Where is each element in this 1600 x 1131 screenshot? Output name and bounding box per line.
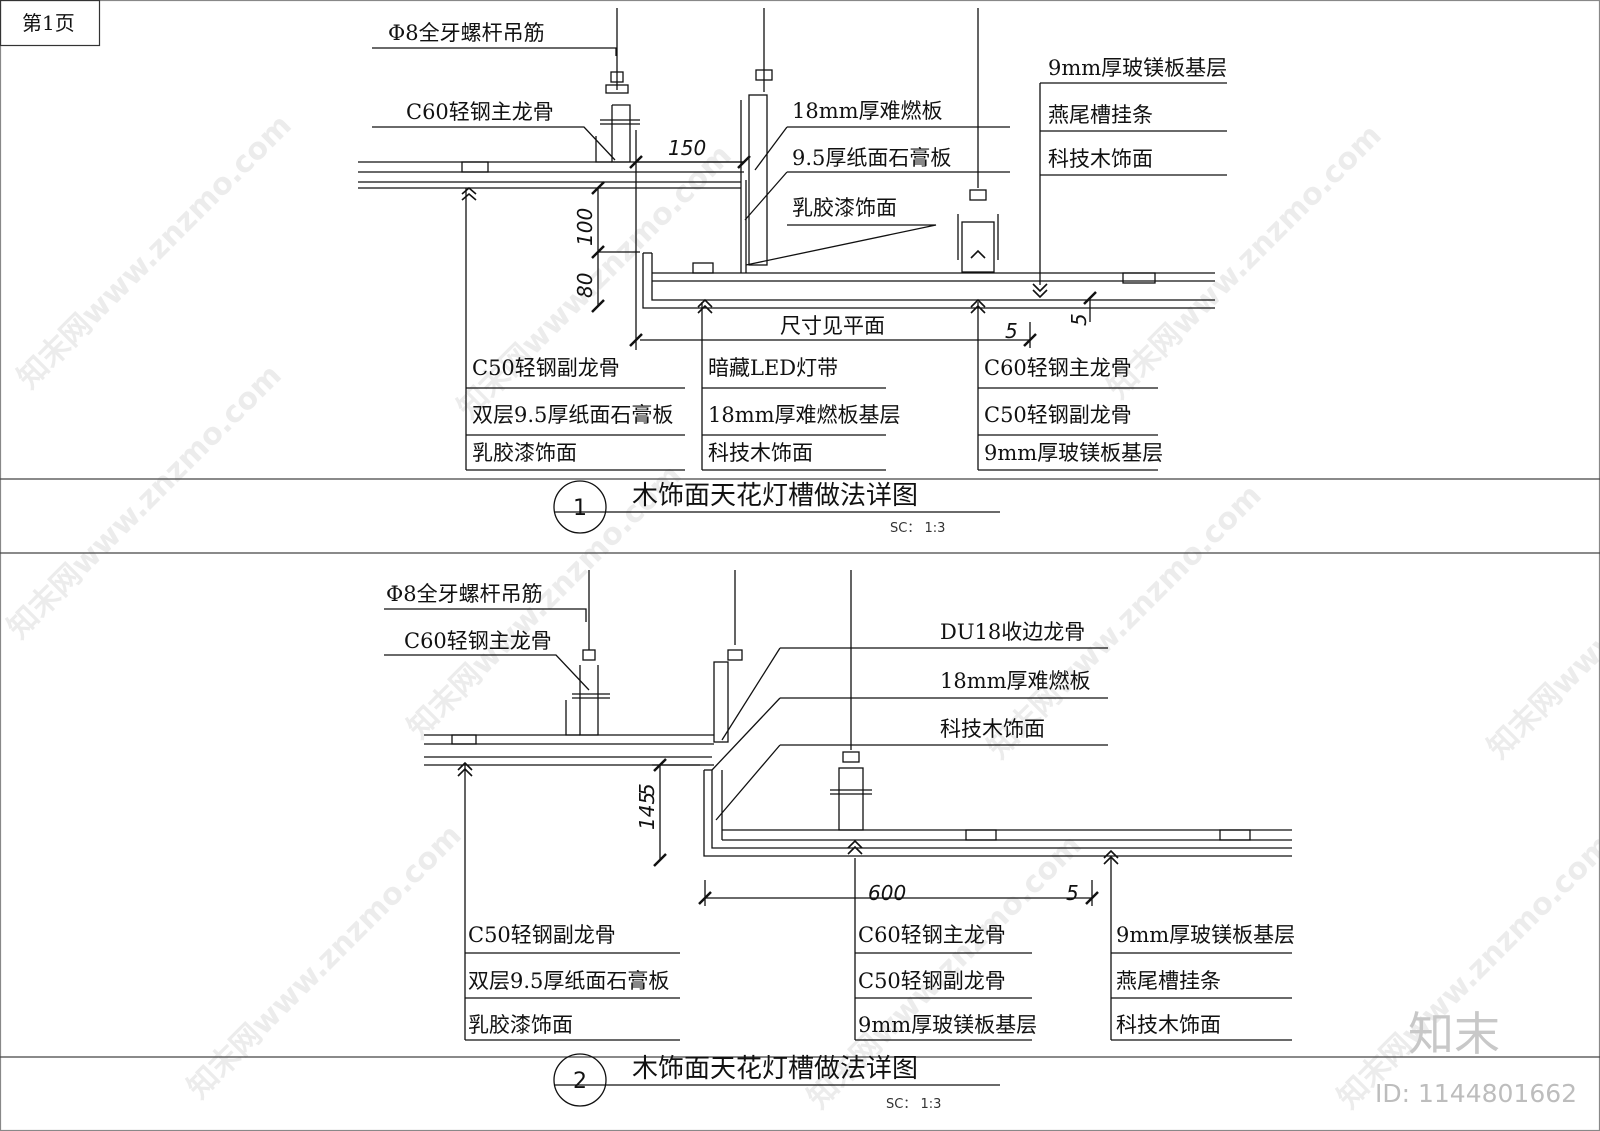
d1-dim-80: 80 xyxy=(573,273,597,298)
page-label: 第1页 xyxy=(22,11,75,35)
d1-dim-note: 尺寸见平面 xyxy=(780,314,885,338)
d2-dim-145: 145 xyxy=(635,792,659,830)
d1-label-bl-3: 乳胶漆饰面 xyxy=(472,441,577,465)
d2-number: 2 xyxy=(573,1069,587,1094)
d2-label-bl-3: 乳胶漆饰面 xyxy=(468,1013,573,1037)
d1-number: 1 xyxy=(573,496,587,521)
d1-label-br-1: C60轻钢主龙骨 xyxy=(984,356,1132,380)
d2-dim-600: 600 xyxy=(868,881,906,905)
detail-1 xyxy=(358,8,1227,534)
d1-label-rod: Φ8全牙螺杆吊筋 xyxy=(388,21,545,45)
d2-label-bm-3: 9mm厚玻镁板基层 xyxy=(858,1013,1037,1037)
watermark-diag-7: 知末网www.znzmo.com xyxy=(1481,478,1600,766)
d2-label-wood: 科技木饰面 xyxy=(940,717,1045,741)
d1-label-bm-3: 科技木饰面 xyxy=(708,441,813,465)
d2-label-main-keel: C60轻钢主龙骨 xyxy=(404,629,552,653)
d2-label-bm-1: C60轻钢主龙骨 xyxy=(858,923,1006,947)
d1-label-bl-1: C50轻钢副龙骨 xyxy=(472,356,620,380)
d1-dim-5b: 5 xyxy=(1067,313,1091,326)
watermark-diag-8: 知末网www.znzmo.com xyxy=(181,818,469,1106)
d1-label-latex: 乳胶漆饰面 xyxy=(792,196,897,220)
d1-label-mgo: 9mm厚玻镁板基层 xyxy=(1048,56,1227,80)
d1-label-fireboard: 18mm厚难燃板 xyxy=(792,99,943,123)
d2-label-fireboard: 18mm厚难燃板 xyxy=(940,669,1091,693)
d2-dim-5a: 5 xyxy=(635,783,659,796)
watermark-diag-1: 知末网www.znzmo.com xyxy=(11,108,299,396)
d1-label-wood: 科技木饰面 xyxy=(1048,147,1153,171)
watermark-brand: 知末 xyxy=(1408,1007,1500,1061)
d2-label-bm-2: C50轻钢副龙骨 xyxy=(858,969,1006,993)
d1-label-gypsum: 9.5厚纸面石膏板 xyxy=(792,146,951,170)
d1-label-br-2: C50轻钢副龙骨 xyxy=(984,403,1132,427)
detail-2-arrows xyxy=(457,761,1119,865)
detail-2 xyxy=(384,570,1292,1107)
d2-label-bl-1: C50轻钢副龙骨 xyxy=(468,923,616,947)
watermark-id: ID: 1144801662 xyxy=(1375,1079,1577,1108)
d1-label-br-3: 9mm厚玻镁板基层 xyxy=(984,441,1163,465)
d2-label-br-2: 燕尾槽挂条 xyxy=(1116,969,1221,993)
diagonal-watermarks: 知末网www.znzmo.com 知末网www.znzmo.com 知末网www… xyxy=(1,108,1600,1116)
watermark-diag-10: 知末网www.znzmo.com xyxy=(1331,828,1600,1116)
d1-dim-5a: 5 xyxy=(1005,319,1018,343)
d2-label-br-1: 9mm厚玻镁板基层 xyxy=(1116,923,1295,947)
watermark-diag-4: 知末网www.znzmo.com xyxy=(1,358,289,646)
d1-label-dovetail: 燕尾槽挂条 xyxy=(1048,103,1153,127)
d2-dim-5b: 5 xyxy=(1066,881,1079,905)
d1-label-main-keel: C60轻钢主龙骨 xyxy=(406,100,554,124)
d1-title: 木饰面天花灯槽做法详图 xyxy=(632,481,918,511)
d1-dim-100: 100 xyxy=(573,208,597,246)
detail-1-arrows xyxy=(461,186,1048,314)
d2-title: 木饰面天花灯槽做法详图 xyxy=(632,1054,918,1084)
d1-scale: SC： 1:3 xyxy=(890,521,945,536)
d2-label-du18: DU18收边龙骨 xyxy=(940,620,1085,644)
d2-label-br-3: 科技木饰面 xyxy=(1116,1013,1221,1037)
d1-label-bl-2: 双层9.5厚纸面石膏板 xyxy=(472,403,673,427)
d1-dim-150: 150 xyxy=(668,136,706,160)
d2-label-rod: Φ8全牙螺杆吊筋 xyxy=(386,582,543,606)
d2-label-bl-2: 双层9.5厚纸面石膏板 xyxy=(468,969,669,993)
d2-scale: SC： 1:3 xyxy=(886,1097,941,1112)
d1-label-bm-2: 18mm厚难燃板基层 xyxy=(708,403,901,427)
d1-label-bm-1: 暗藏LED灯带 xyxy=(708,356,838,380)
